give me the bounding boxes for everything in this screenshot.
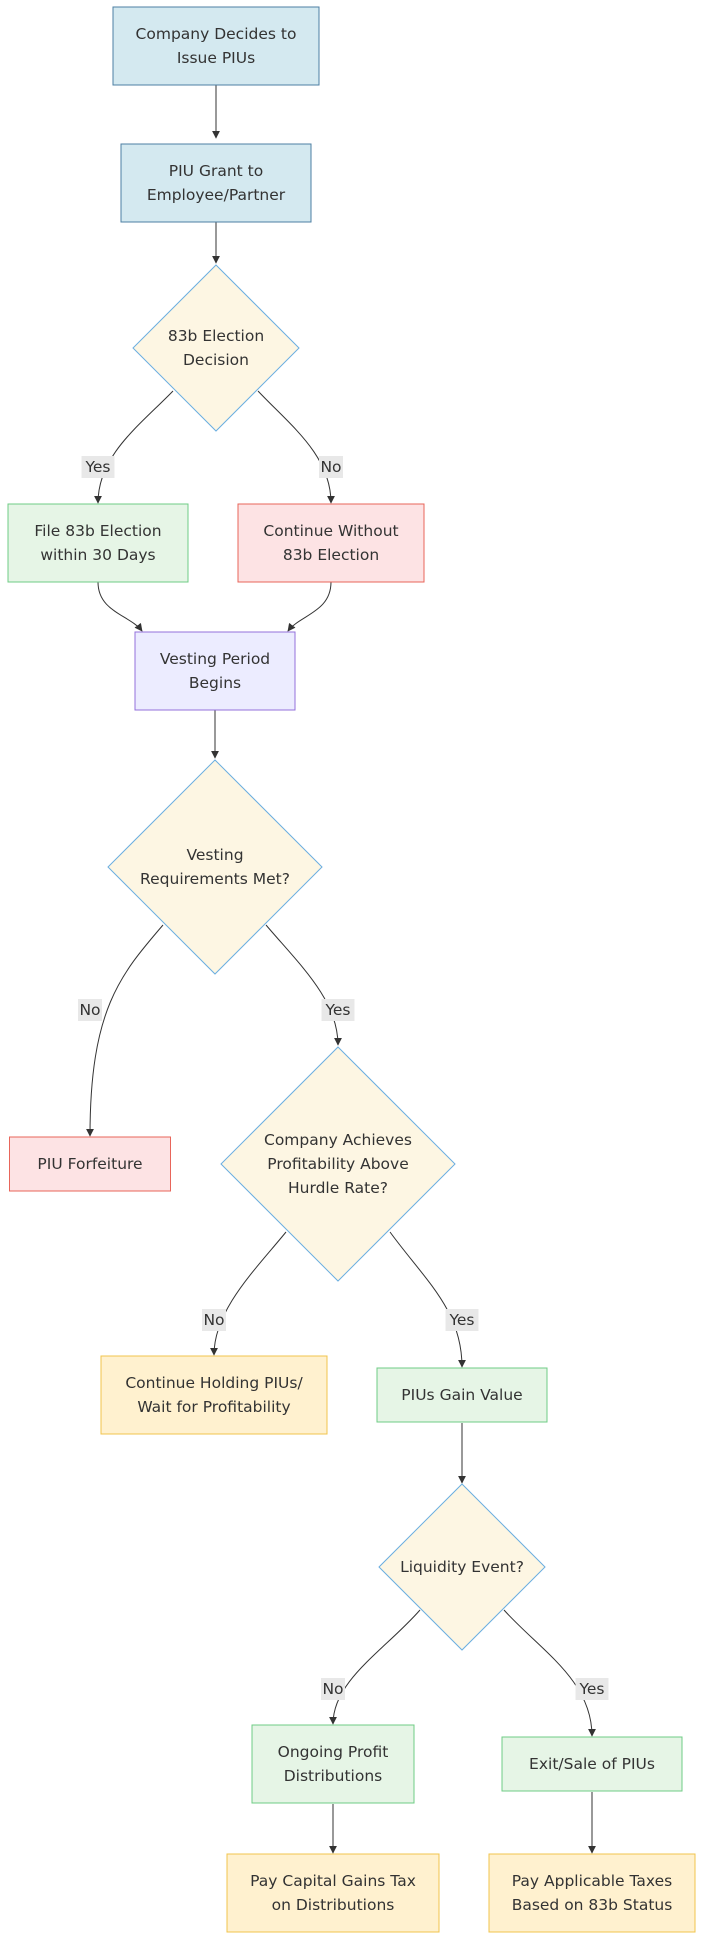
node-profit-diamond (220, 1046, 456, 1282)
edge-label-vest_yes-text: Yes (324, 1001, 350, 1019)
edge-label-election_no-text: No (320, 458, 341, 476)
edge-label-vest_yes-bg (321, 999, 355, 1021)
node-grant-label-line-1: PIU Grant to (169, 162, 263, 180)
node-exit: Exit/Sale of PIUs (501, 1736, 683, 1792)
node-election-label-line-1: 83b Election (168, 327, 264, 345)
node-grant: PIU Grant to Employee/Partner (120, 143, 312, 223)
edge-liquidity-ongoing (329, 1609, 421, 1725)
node-vestmet-diamond (107, 759, 323, 975)
node-taxes-box (488, 1853, 696, 1933)
node-file83b-box (7, 503, 189, 583)
node-vesting-label-line-2: Begins (189, 674, 241, 692)
edge-label-liquidity_yes-text: Yes (578, 1680, 604, 1698)
edge-label-election_yes-text: Yes (84, 458, 110, 476)
edge-label-vest_no-text: No (79, 1001, 100, 1019)
node-capgains-label-line-2: on Distributions (272, 1896, 395, 1914)
node-capgains-box (226, 1853, 440, 1933)
node-file83b-label-line-2: within 30 Days (40, 546, 155, 564)
edge-vestmet-profit (265, 924, 342, 1046)
node-hold: Continue Holding PIUs/Wait for Profitabi… (100, 1355, 328, 1435)
node-noelection: Continue Without 83b Election (237, 503, 425, 583)
node-capgains: Pay Capital Gains Tax on Distributions (226, 1853, 440, 1933)
node-vestmet-label-line-1: Vesting (186, 846, 243, 864)
node-profit-label-line-2: Profitability Above (267, 1155, 409, 1173)
edge-label-election_no-bg (319, 456, 343, 478)
edge-file83b-vesting (97, 581, 143, 632)
node-hold-label-line-1: Continue Holding PIUs/ (125, 1374, 303, 1392)
node-capgains-label-line-1: Pay Capital Gains Tax (250, 1872, 416, 1890)
node-election-diamond (132, 264, 300, 432)
edge-label-profit_no-text: No (203, 1311, 224, 1329)
edge-label-profit_yes: Yes (445, 1309, 479, 1331)
node-forfeit: PIU Forfeiture (9, 1136, 171, 1192)
node-profit-label-line-1: Company Achieves (264, 1131, 412, 1149)
edge-label-liquidity_yes: Yes (575, 1678, 609, 1700)
edge-label-liquidity_yes-bg (575, 1678, 609, 1700)
node-grant-box (120, 143, 312, 223)
edge-label-election_yes-bg (81, 456, 115, 478)
node-ongoing-label-line-1: Ongoing Profit (278, 1743, 389, 1761)
edge-election-noelection (257, 390, 335, 504)
node-vesting-label-line-1: Vesting Period (160, 650, 270, 668)
edge-label-election_no: No (319, 456, 343, 478)
node-gain-box (376, 1367, 548, 1423)
node-start-label-line-2: Issue PIUs (177, 49, 255, 67)
node-taxes-label-line-2: Based on 83b Status (512, 1896, 673, 1914)
node-gain-label-line-1: PIUs Gain Value (401, 1386, 522, 1404)
node-ongoing-label-line-2: Distributions (284, 1767, 383, 1785)
edge-label-liquidity_no: No (321, 1678, 345, 1700)
edges (86, 85, 596, 1854)
node-liquidity: Liquidity Event? (378, 1483, 546, 1651)
edge-noelection-vesting (287, 581, 332, 632)
node-liquidity-diamond (378, 1483, 546, 1651)
edge-label-liquidity_no-bg (321, 1678, 345, 1700)
edge-label-profit_no: No (202, 1309, 226, 1331)
node-hold-box (100, 1355, 328, 1435)
edge-label-vest_no: No (78, 999, 102, 1021)
node-vesting-box (134, 631, 296, 711)
edge-label-vest_no-bg (78, 999, 102, 1021)
node-noelection-box (237, 503, 425, 583)
node-exit-box (501, 1736, 683, 1792)
edge-liquidity-exit (503, 1609, 596, 1737)
node-noelection-label-line-2: 83b Election (283, 546, 379, 564)
node-profit-label-line-3: Hurdle Rate? (288, 1179, 388, 1197)
node-grant-label-line-2: Employee/Partner (147, 186, 286, 204)
node-start-label-line-1: Company Decides to (136, 25, 297, 43)
edge-profit-hold (210, 1231, 287, 1356)
node-hold-label-line-2: Wait for Profitability (137, 1398, 290, 1416)
node-liquidity-label-line-1: Liquidity Event? (400, 1558, 524, 1576)
node-election-label-line-2: Decision (183, 351, 249, 369)
node-file83b-label-line-1: File 83b Election (34, 522, 161, 540)
node-ongoing-box (251, 1724, 415, 1804)
edge-election-file83b (94, 390, 174, 504)
node-start: Company Decides to Issue PIUs (112, 6, 320, 86)
edge-label-liquidity_no-text: No (322, 1680, 343, 1698)
node-taxes-label-line-1: Pay Applicable Taxes (512, 1872, 672, 1890)
node-forfeit-label-line-1: PIU Forfeiture (37, 1155, 142, 1173)
node-file83b: File 83b Election within 30 Days (7, 503, 189, 583)
edge-label-election_yes: Yes (81, 456, 115, 478)
edge-label-profit_yes-text: Yes (448, 1311, 474, 1329)
node-forfeit-box (9, 1136, 171, 1192)
edge-label-profit_no-bg (202, 1309, 226, 1331)
node-noelection-label-line-1: Continue Without (263, 522, 398, 540)
node-start-box (112, 6, 320, 86)
node-vestmet-label-line-2: Requirements Met? (140, 870, 290, 888)
edge-label-vest_yes: Yes (321, 999, 355, 1021)
edge-profit-yes-gain (389, 1231, 466, 1368)
node-exit-label-line-1: Exit/Sale of PIUs (529, 1755, 655, 1773)
node-gain: PIUs Gain Value (376, 1367, 548, 1423)
edge-vestmet-forfeit (86, 924, 164, 1137)
edge-label-profit_yes-bg (445, 1309, 479, 1331)
